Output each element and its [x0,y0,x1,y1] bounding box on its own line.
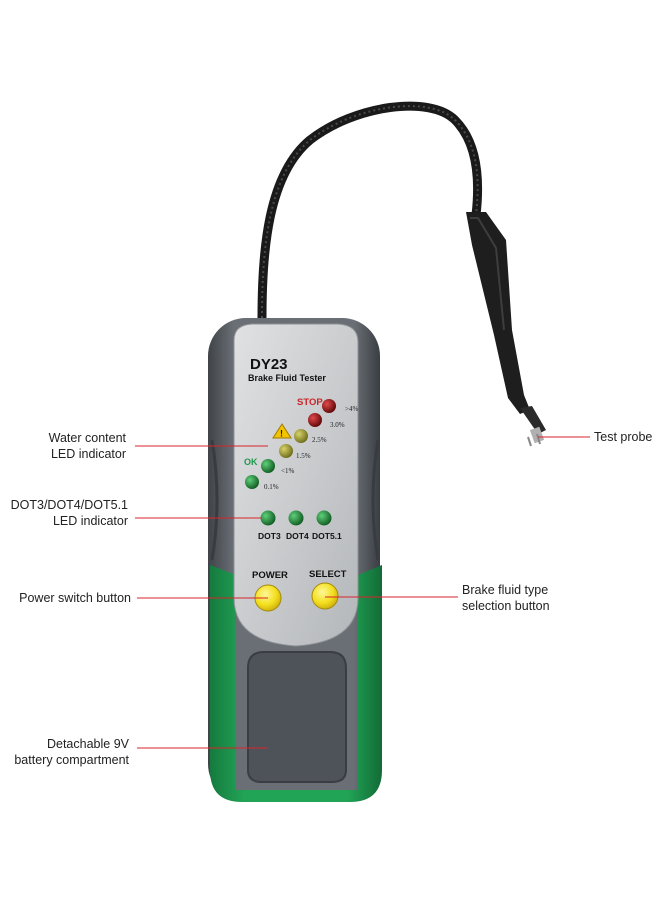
device-body-green [210,565,382,802]
select-button[interactable] [311,582,339,610]
led-water-level-lt1 [261,459,275,473]
callout-water-content-line2: LED indicator [50,447,126,461]
callout-test-probe-line1: Test probe [594,430,653,444]
callout-water-content: Water content LED indicator [49,430,126,462]
callout-select-button-line1: Brake fluid type [462,583,549,597]
callout-power-switch-line1: Power switch button [19,591,131,605]
callout-dot-types: DOT3/DOT4/DOT5.1 LED indicator [11,497,128,529]
probe-handle [466,212,530,414]
ok-label: OK [244,457,258,467]
led-water-level-3-0 [308,413,322,427]
water-level-label-lt1: <1% [281,467,294,475]
power-button-label: POWER [252,570,288,581]
led-dot3 [260,510,276,526]
callout-dot-types-line1: DOT3/DOT4/DOT5.1 [10,498,128,512]
probe-shaft [520,406,546,434]
callout-select-button: Brake fluid type selection button [462,582,550,614]
battery-compartment [247,651,347,783]
callout-test-probe: Test probe [594,429,652,445]
callout-power-switch: Power switch button [19,590,131,606]
fluid-type-label-dot4: DOT4 [286,531,309,541]
callout-battery-line1: Detachable 9V [46,737,129,751]
callout-lines [135,436,590,749]
water-level-label-3-0: 3.0% [330,421,345,429]
led-water-level-1-5 [279,444,293,458]
callout-battery: Detachable 9V battery compartment [14,736,129,768]
select-button-label: SELECT [309,569,347,580]
water-level-label-1-5: 1.5% [296,452,311,460]
water-level-label-2-5: 2.5% [312,436,327,444]
callout-select-button-line2: selection button [462,599,550,613]
callout-water-content-line1: Water content [48,431,126,445]
stop-label: STOP [297,397,323,408]
led-water-level-gt4 [322,399,336,413]
led-water-level-0-1 [245,475,259,489]
water-level-label-gt4: >4% [345,405,358,413]
device-name-label: Brake Fluid Tester [248,373,326,383]
svg-text:!: ! [280,429,283,439]
warning-triangle-icon [272,423,292,439]
fluid-type-label-dot5-1: DOT5.1 [312,531,342,541]
led-dot4 [288,510,304,526]
fluid-type-label-dot3: DOT3 [258,531,281,541]
led-water-level-2-5 [294,429,308,443]
gooseneck-cable [257,101,483,323]
callout-dot-types-line2: LED indicator [52,514,128,528]
model-label: DY23 [250,356,288,373]
callout-battery-line2: battery compartment [14,753,129,767]
led-dot5-1 [316,510,332,526]
water-level-label-0-1: 0.1% [264,483,279,491]
